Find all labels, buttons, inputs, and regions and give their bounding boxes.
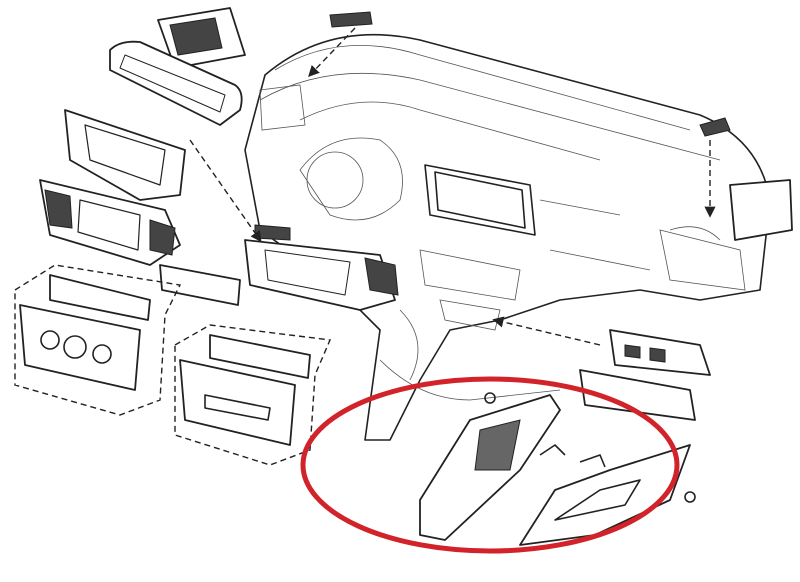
center-stack-with-vents: [39, 179, 181, 266]
display-trim-ring: [109, 40, 243, 126]
dashboard-assembly: [244, 33, 771, 441]
clips-and-screws: [484, 392, 696, 503]
climate-panel-right-group: [174, 324, 332, 466]
assembly-arrows: [189, 27, 716, 346]
center-stack-bezel-middle: [244, 224, 399, 311]
display-bezel: [64, 109, 186, 201]
highlight-ellipse: [300, 376, 680, 554]
center-vent-top: [157, 7, 246, 69]
center-console-side-panel: [419, 394, 561, 541]
switch-panel-lower: [579, 369, 696, 421]
switch-panel-upper: [609, 329, 711, 376]
storage-tray: [159, 264, 241, 306]
right-side-vent: [329, 11, 793, 241]
climate-panel-left-group: [14, 264, 182, 416]
